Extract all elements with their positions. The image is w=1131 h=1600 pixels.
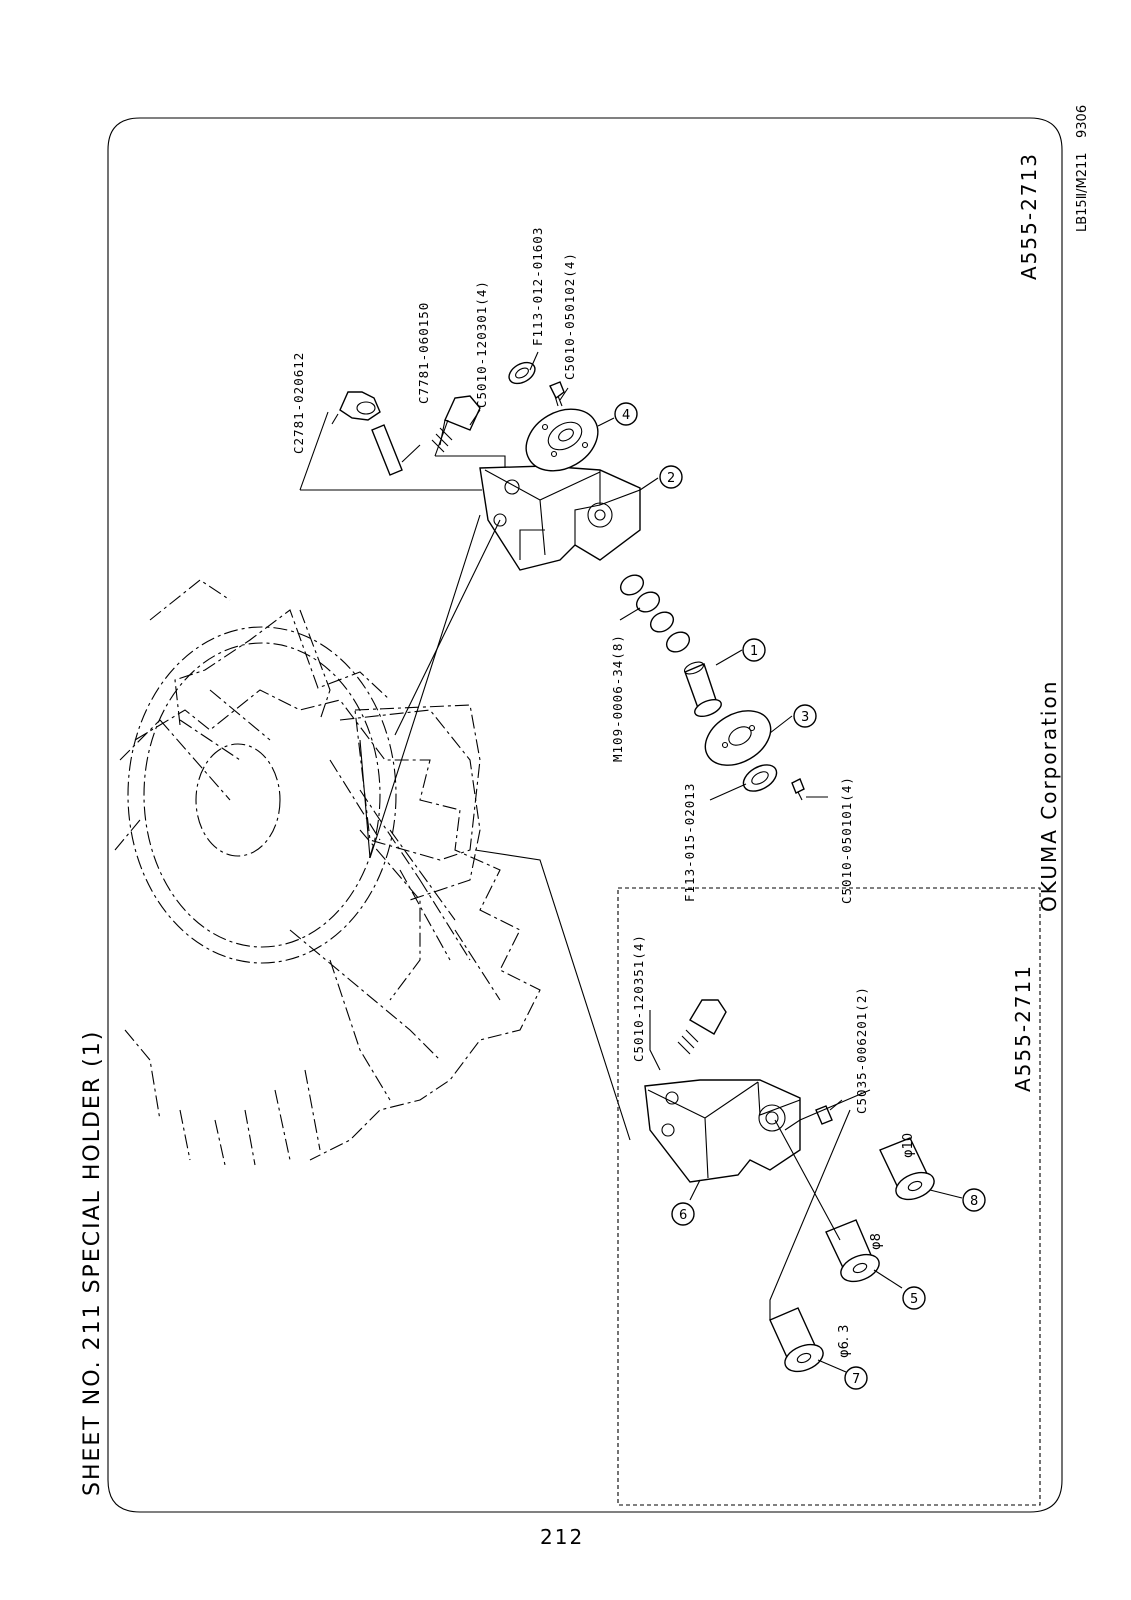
svg-text:1: 1 <box>750 644 758 659</box>
diameter-6-3: φ6. 3 <box>837 1325 852 1358</box>
flange-item-4 <box>525 408 599 472</box>
company-name: OKUMA Corporation <box>1037 680 1061 912</box>
label-c5010-050102: C5010-050102(4) <box>562 252 577 380</box>
cap-screw-c5010-120351 <box>677 999 727 1055</box>
cap-screw-c5010-120301 <box>431 395 481 453</box>
balloon-item-4: 4 <box>614 402 638 426</box>
set-screw-c5035 <box>815 1105 833 1125</box>
leader-lines-sub <box>649 1010 963 1373</box>
label-c5010-120351: C5010-120351(4) <box>631 934 646 1062</box>
sheet-title: SHEET NO. 211 SPECIAL HOLDER (1) <box>80 1030 105 1496</box>
balloon-item-8: 8 <box>962 1188 986 1212</box>
spacers-m109 <box>619 574 691 653</box>
bearing-f113-012 <box>508 361 536 385</box>
elbow-fitting-c2781 <box>331 391 381 425</box>
holder-item-6 <box>644 1079 801 1183</box>
shaft-item-1 <box>683 661 722 718</box>
bearing-f113-015 <box>742 764 778 792</box>
sheet-frame <box>107 117 1063 1513</box>
label-c5035-006201: C5035-006201(2) <box>854 986 869 1114</box>
svg-text:5: 5 <box>910 1292 918 1307</box>
flange-item-3 <box>704 710 772 766</box>
svg-text:2: 2 <box>667 471 675 486</box>
svg-text:6: 6 <box>679 1208 687 1223</box>
label-c5010-120301: C5010-120301(4) <box>474 280 489 408</box>
balloon-item-5: 5 <box>902 1286 926 1310</box>
model-code: LB15Ⅱ/M211 <box>1075 152 1090 232</box>
balloon-item-1: 1 <box>742 638 766 662</box>
main-assembly-number: A555-2713 <box>1017 152 1041 280</box>
label-c7781-060150: C7781-060150 <box>416 302 431 404</box>
svg-text:7: 7 <box>852 1372 860 1387</box>
date-code: 9306 <box>1075 105 1090 138</box>
svg-text:3: 3 <box>801 710 809 725</box>
turret-outline <box>114 579 541 1166</box>
label-c2781-020612: C2781-020612 <box>291 352 306 454</box>
svg-text:4: 4 <box>622 408 630 423</box>
svg-text:8: 8 <box>970 1194 978 1209</box>
diameter-8: φ8 <box>869 1233 884 1250</box>
label-f113-012-01603: F113-012-01603 <box>530 227 545 346</box>
screw-c5010-050101 <box>791 778 805 801</box>
label-m109-0006-34: M109-0006-34(8) <box>610 634 625 762</box>
sub-assembly-number: A555-2711 <box>1011 964 1035 1092</box>
holder-body-item-2 <box>479 465 641 571</box>
balloon-item-7: 7 <box>844 1366 868 1390</box>
balloon-item-3: 3 <box>793 704 817 728</box>
pipe-c7781 <box>371 424 403 476</box>
label-c5010-050101: C5010-050101(4) <box>839 776 854 904</box>
diameter-10: φ10 <box>901 1133 916 1158</box>
balloon-item-2: 2 <box>659 465 683 489</box>
leader-lines-main <box>299 351 828 1141</box>
page-number: 212 <box>540 1525 584 1549</box>
screw-c5010-050102 <box>549 381 565 407</box>
sub-assembly-box <box>617 887 1041 1506</box>
bushing-item-8 <box>879 1137 935 1201</box>
turret-mount-block <box>354 704 481 861</box>
bushing-item-7 <box>769 1307 824 1373</box>
bushing-item-5 <box>825 1219 880 1283</box>
label-f113-015-02013: F113-015-02013 <box>682 783 697 902</box>
balloon-item-6: 6 <box>671 1202 695 1226</box>
